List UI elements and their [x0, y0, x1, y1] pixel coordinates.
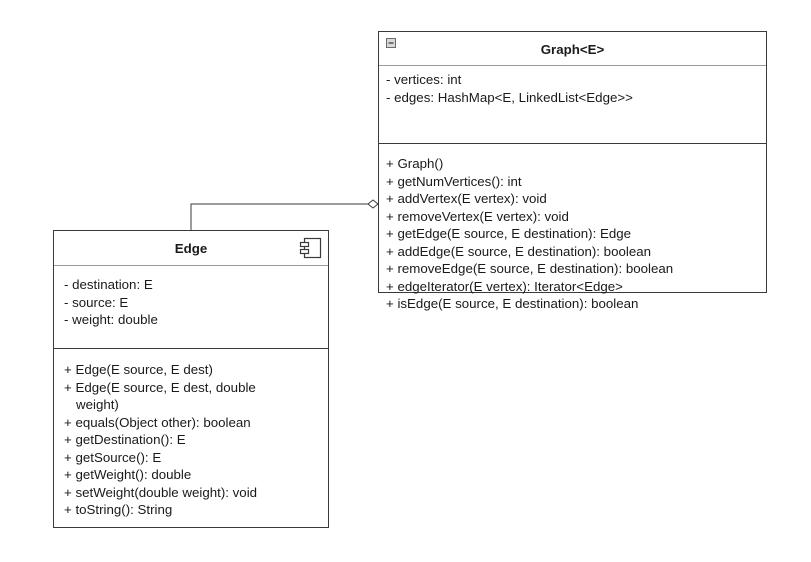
graph-method: + isEdge(E source, E destination): boole…	[386, 296, 639, 311]
edge-method: + Edge(E source, E dest, double	[64, 379, 256, 395]
component-icon	[299, 237, 322, 259]
graph-method: + edgeIterator(E vertex): Iterator<Edge>	[386, 278, 623, 294]
edge-attribute: - weight: double	[64, 312, 158, 327]
edge-method: + equals(Object other): boolean	[64, 414, 251, 430]
edge-methods: + Edge(E source, E dest) + Edge(E source…	[54, 349, 328, 519]
edge-class-box[interactable]: Edge - destination: E - source: E - weig…	[53, 230, 329, 528]
edge-attribute: - destination: E	[64, 277, 153, 292]
graph-method: + Graph()	[386, 156, 444, 171]
edge-method: + toString(): String	[64, 502, 173, 517]
edge-method: + getWeight(): double	[64, 467, 192, 482]
graph-method: + removeVertex(E vertex): void	[386, 208, 569, 224]
aggregation-diamond	[367, 199, 379, 209]
graph-method: + getNumVertices(): int	[386, 173, 522, 189]
edge-attribute: - source: E	[64, 294, 129, 310]
graph-attribute: - vertices: int	[386, 72, 462, 87]
graph-method: + addVertex(E vertex): void	[386, 191, 547, 206]
edge-attributes: - destination: E - source: E - weight: d…	[54, 266, 328, 349]
edge-class-name: Edge	[174, 241, 208, 256]
graph-method: + getEdge(E source, E destination): Edge	[386, 226, 632, 241]
edge-method: + setWeight(double weight): void	[64, 484, 258, 500]
graph-attribute: - edges: HashMap<E, LinkedList<Edge>>	[386, 89, 633, 105]
edge-class-header: Edge	[54, 231, 328, 266]
edge-method: + getDestination(): E	[64, 432, 186, 447]
edge-method: + getSource(): E	[64, 449, 162, 465]
graph-class-header: Graph<E>	[379, 32, 766, 66]
graph-attributes: - vertices: int - edges: HashMap<E, Link…	[379, 66, 766, 144]
connector-line	[190, 203, 368, 230]
graph-class-name: Graph<E>	[540, 42, 605, 57]
graph-method: + addEdge(E source, E destination): bool…	[386, 243, 652, 259]
edge-method-continuation: weight)	[76, 397, 119, 412]
collapse-minus-icon[interactable]	[386, 38, 396, 48]
graph-methods: + Graph() + getNumVertices(): int + addV…	[379, 144, 766, 313]
graph-method: + removeEdge(E source, E destination): b…	[386, 261, 674, 276]
edge-method: + Edge(E source, E dest)	[64, 362, 213, 377]
graph-class-box[interactable]: Graph<E> - vertices: int - edges: HashMa…	[378, 31, 767, 311]
